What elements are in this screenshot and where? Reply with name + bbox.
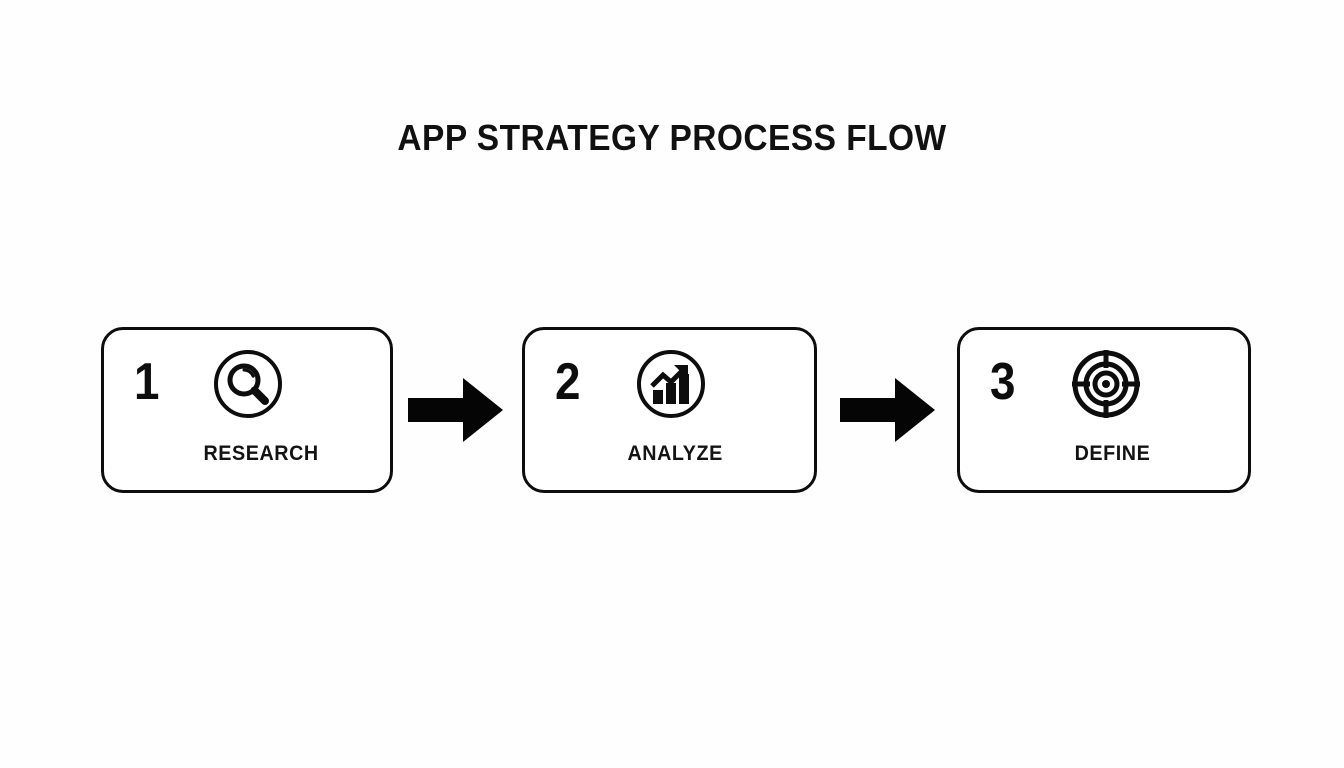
step-label: ANALYZE [627,442,723,465]
bar-chart-growth-circle-icon [635,348,707,420]
arrow-right-icon [408,377,504,443]
step-card-content: 2 ANALYZE [525,330,814,490]
step-card-research[interactable]: 1 RESEARCH [101,327,393,493]
step-card-analyze[interactable]: 2 ANALYZE [522,327,817,493]
target-crosshair-icon [1070,348,1142,420]
process-flow-row: 1 RESEARCH 2 [0,327,1344,493]
step-card-define[interactable]: 3 DEFINE [957,327,1251,493]
step-number: 1 [134,353,160,411]
step-number: 3 [990,353,1016,411]
step-card-content: 3 DEFINE [960,330,1248,490]
step-label: DEFINE [1074,442,1151,465]
step-card-content: 1 RESEARCH [104,330,390,490]
magnifier-circle-icon [212,348,284,420]
step-label: RESEARCH [203,442,319,465]
page-title: APP STRATEGY PROCESS FLOW [397,117,947,158]
step-number: 2 [555,353,581,411]
arrow-right-icon [840,377,936,443]
